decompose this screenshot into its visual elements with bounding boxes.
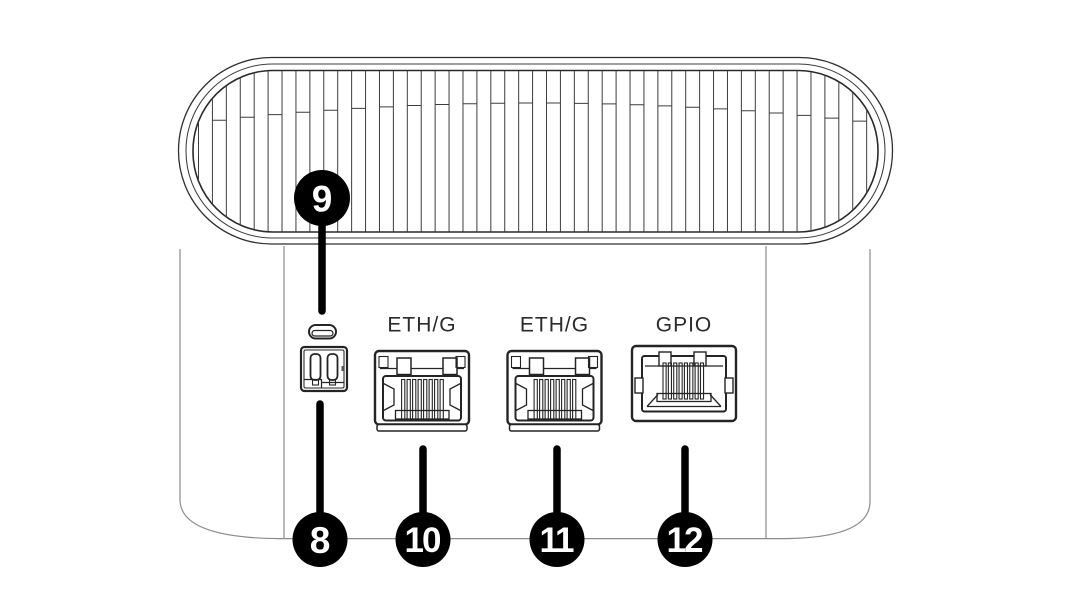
callout-11: 11: [529, 512, 585, 567]
callout-12: 12: [657, 512, 713, 567]
grille-inner-outline: [185, 63, 886, 239]
callout-8-number: 8: [310, 520, 331, 561]
callout-12-number: 12: [667, 521, 703, 560]
callout-10: 10: [395, 512, 451, 567]
callout-9: 9: [294, 170, 350, 226]
eth-port-2-label: ETH/G: [520, 314, 589, 337]
grille-slat-boundary: [192, 69, 879, 233]
vent-grille: [177, 56, 894, 245]
vent-slats: [198, 71, 868, 232]
gpio-port-label: GPIO: [656, 314, 713, 337]
body-outer-silhouette: [179, 249, 871, 540]
grille-outer-outline: [177, 56, 894, 245]
ethernet-port-1: [373, 349, 471, 433]
power-pin-1: [309, 353, 322, 381]
gpio-port: [630, 344, 738, 423]
callout-8: 8: [292, 512, 348, 567]
power-connector: [299, 345, 349, 393]
callout-11-number: 11: [540, 521, 575, 560]
callout-9-number: 9: [312, 179, 333, 220]
device-body: [179, 246, 871, 540]
callout-10-number: 10: [405, 521, 441, 560]
kensington-lock-slot: [308, 324, 337, 340]
power-pin-2: [326, 353, 339, 381]
eth-port-1-label: ETH/G: [387, 314, 456, 337]
ethernet-port-2: [506, 349, 603, 433]
